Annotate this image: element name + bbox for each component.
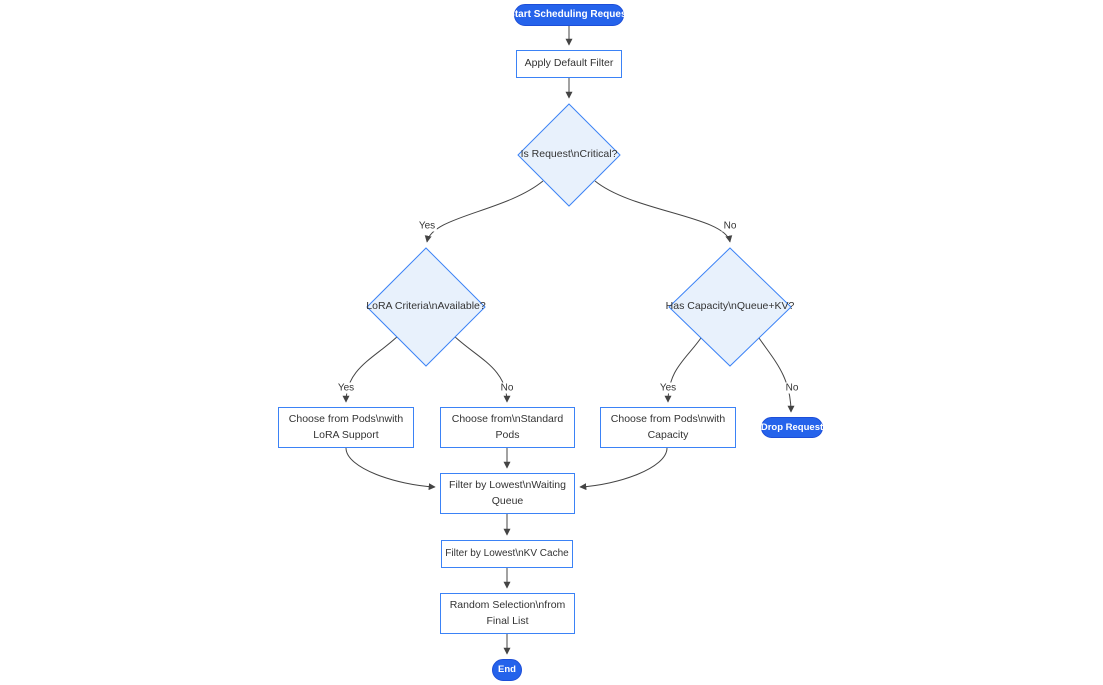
edge-critical-no — [594, 180, 733, 243]
node-lora-criteria-available-label: LoRA Criteria\nAvailable? — [366, 300, 486, 313]
node-choose-lora-pods-label: Choose from Pods\nwith LoRA Support — [288, 413, 404, 441]
edge-lorapods-to-filter — [345, 447, 436, 491]
diamond-shape — [517, 103, 621, 207]
node-is-request-critical-label: Is Request\nCritical? — [520, 148, 618, 161]
edge-capacity-no — [756, 334, 795, 413]
node-filter-kv-cache-label: Filter by Lowest\nKV Cache — [445, 547, 569, 559]
node-filter-waiting-queue: Filter by Lowest\nWaiting Queue — [440, 473, 575, 514]
edge-label-critical-no: No — [721, 220, 739, 232]
node-random-selection: Random Selection\nfrom Final List — [440, 593, 575, 634]
node-choose-lora-pods: Choose from Pods\nwith LoRA Support — [278, 407, 414, 448]
node-filter-kv-cache: Filter by Lowest\nKV Cache — [441, 540, 573, 568]
node-choose-standard-pods: Choose from\nStandard Pods — [440, 407, 575, 448]
node-start-label: Start Scheduling Request — [508, 8, 630, 20]
edge-label-lora-no: No — [498, 382, 516, 394]
edge-capacitypods-to-filter — [579, 447, 668, 491]
node-drop-request: Drop Request — [761, 417, 823, 438]
node-is-request-critical: Is Request\nCritical? — [517, 103, 621, 207]
node-end: End — [492, 659, 522, 681]
edge-label-capacity-no: No — [783, 382, 801, 394]
node-apply-default-filter-label: Apply Default Filter — [524, 57, 614, 70]
node-has-capacity-queue-kv-label: Has Capacity\nQueue+KV? — [665, 300, 795, 313]
node-choose-capacity-pods: Choose from Pods\nwith Capacity — [600, 407, 736, 448]
diamond-shape — [668, 247, 792, 367]
edge-label-critical-yes: Yes — [416, 220, 438, 232]
node-lora-criteria-available: LoRA Criteria\nAvailable? — [366, 247, 486, 367]
node-random-selection-label: Random Selection\nfrom Final List — [449, 599, 566, 627]
edge-label-capacity-yes: Yes — [657, 382, 679, 394]
node-choose-standard-pods-label: Choose from\nStandard Pods — [451, 413, 564, 441]
edge-label-lora-yes: Yes — [335, 382, 357, 394]
edge-critical-yes — [424, 180, 544, 243]
node-end-label: End — [498, 664, 516, 676]
node-has-capacity-queue-kv: Has Capacity\nQueue+KV? — [665, 247, 795, 367]
node-drop-request-label: Drop Request — [760, 421, 824, 433]
node-apply-default-filter: Apply Default Filter — [516, 50, 622, 78]
node-filter-waiting-queue-label: Filter by Lowest\nWaiting Queue — [449, 479, 566, 507]
node-start: Start Scheduling Request — [508, 4, 630, 26]
node-choose-capacity-pods-label: Choose from Pods\nwith Capacity — [610, 413, 726, 441]
diamond-shape — [366, 247, 486, 367]
